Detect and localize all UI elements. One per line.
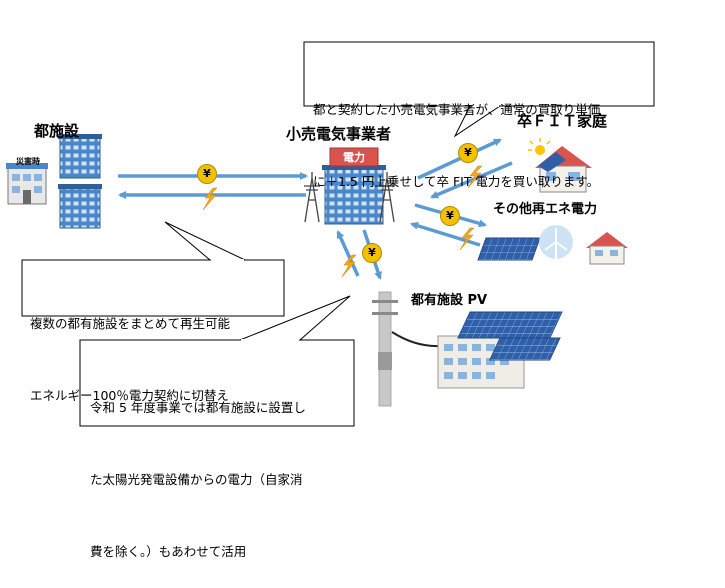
city-facilities-title: 都施設 xyxy=(34,122,80,140)
yen-coin-icon: ¥ xyxy=(197,164,217,184)
callout-bottom-text: 令和 5 年度事業では都有施設に設置し た太陽光発電設備からの電力（自家消 費を… xyxy=(90,348,306,588)
callout-line: た太陽光発電設備からの電力（自家消 xyxy=(90,472,303,487)
callout-left-text: 複数の都有施設をまとめて再生可能 エネルギー100％電力契約に切替え xyxy=(30,264,230,432)
yen-coin-icon: ¥ xyxy=(458,143,478,163)
callout-top-right xyxy=(303,41,655,138)
transmission-pylons xyxy=(304,172,395,223)
utility-pole xyxy=(372,291,398,407)
city-pv-title: 都有施設 PV xyxy=(411,293,488,308)
callout-left xyxy=(21,221,285,317)
retailer-sign: 電力 xyxy=(343,151,365,164)
yen-coin-icon: ¥ xyxy=(440,206,460,226)
callout-top-right-text: 都と契約した小売電気事業者が、通常の買取り単価 に＋1.5 円上乗せして卒 FI… xyxy=(313,50,600,218)
retailer-building xyxy=(322,147,386,225)
arrow-fit-to-retailer xyxy=(430,161,513,199)
pv-facility xyxy=(437,311,563,389)
callout-line: 都と契約した小売電気事業者が、通常の買取り単価 xyxy=(313,102,601,117)
callout-line: エネルギー100％電力契約に切替え xyxy=(30,388,229,403)
callout-line: 令和 5 年度事業では都有施設に設置し xyxy=(90,400,306,415)
arrow-pv-to-retailer xyxy=(336,230,360,277)
lightning-bolt-icons xyxy=(202,165,483,278)
other-renewable-icons xyxy=(477,225,628,265)
callout-bottom xyxy=(79,295,355,427)
disaster-sign: 災害時 xyxy=(16,157,40,166)
fit-home-title: 卒ＦＩＴ家庭 xyxy=(517,112,608,130)
arrow-renewable-to-retailer xyxy=(410,221,481,247)
fit-home xyxy=(528,138,592,193)
callout-line: 複数の都有施設をまとめて再生可能 xyxy=(30,316,231,331)
callout-line: 費を除く。）もあわせて活用 xyxy=(90,544,247,559)
yen-coin-icon: ¥ xyxy=(362,243,382,263)
city-facility-buildings xyxy=(6,134,102,229)
retailer-title: 小売電気事業者 xyxy=(286,125,392,143)
other-renewable-title: その他再エネ電力 xyxy=(493,202,598,217)
callout-line: に＋1.5 円上乗せして卒 FIT 電力を買い取ります。 xyxy=(313,174,600,189)
